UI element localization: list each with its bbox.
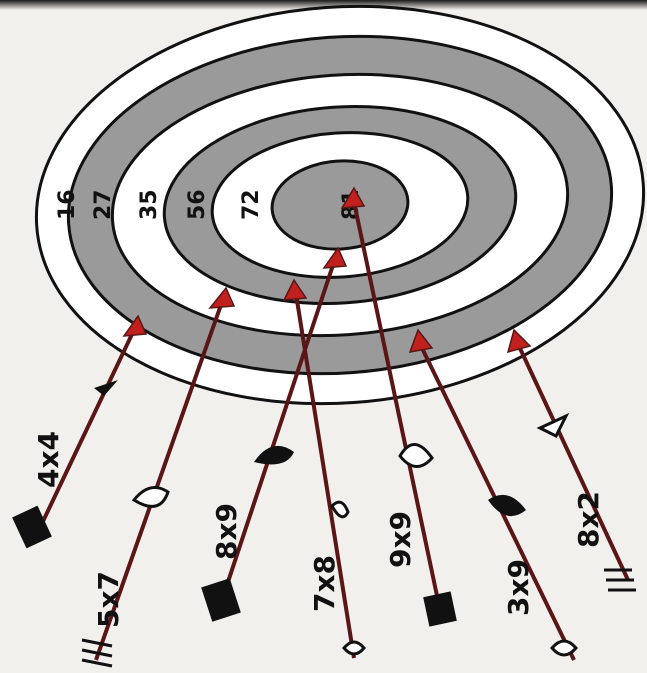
arrow-label-3x9: 3x9: [502, 559, 535, 616]
arrow-label-9x9: 9x9: [384, 511, 417, 568]
arrow-label-5x7: 5x7: [92, 571, 125, 628]
nock-icon: [344, 642, 364, 654]
arrow-label-4x4: 4x4: [32, 431, 65, 488]
arrow-label-8x2: 8x2: [572, 491, 605, 548]
fletching-icon: [400, 444, 432, 466]
ring-label-56: 56: [185, 189, 210, 220]
nock-icon: [201, 578, 241, 622]
fletching-icon: [332, 502, 348, 517]
arrow-8x2: [508, 330, 636, 590]
ring-label-72: 72: [239, 189, 264, 220]
fletching-icon: [134, 488, 168, 507]
arrow-label-7x8: 7x8: [308, 555, 341, 612]
nock-icon: [423, 591, 457, 626]
nock-icon: [604, 570, 636, 590]
fletching-icon: [488, 495, 526, 516]
ring-label-27: 27: [91, 189, 116, 220]
ring-label-35: 35: [137, 189, 162, 220]
fletching-icon: [94, 380, 118, 396]
arrow-label-8x9: 8x9: [210, 503, 243, 560]
nock-icon: [82, 640, 112, 666]
nock-icon: [552, 641, 576, 655]
target-board: [23, 0, 647, 424]
ring-label-16: 16: [55, 189, 80, 220]
fletching-icon: [254, 446, 294, 465]
